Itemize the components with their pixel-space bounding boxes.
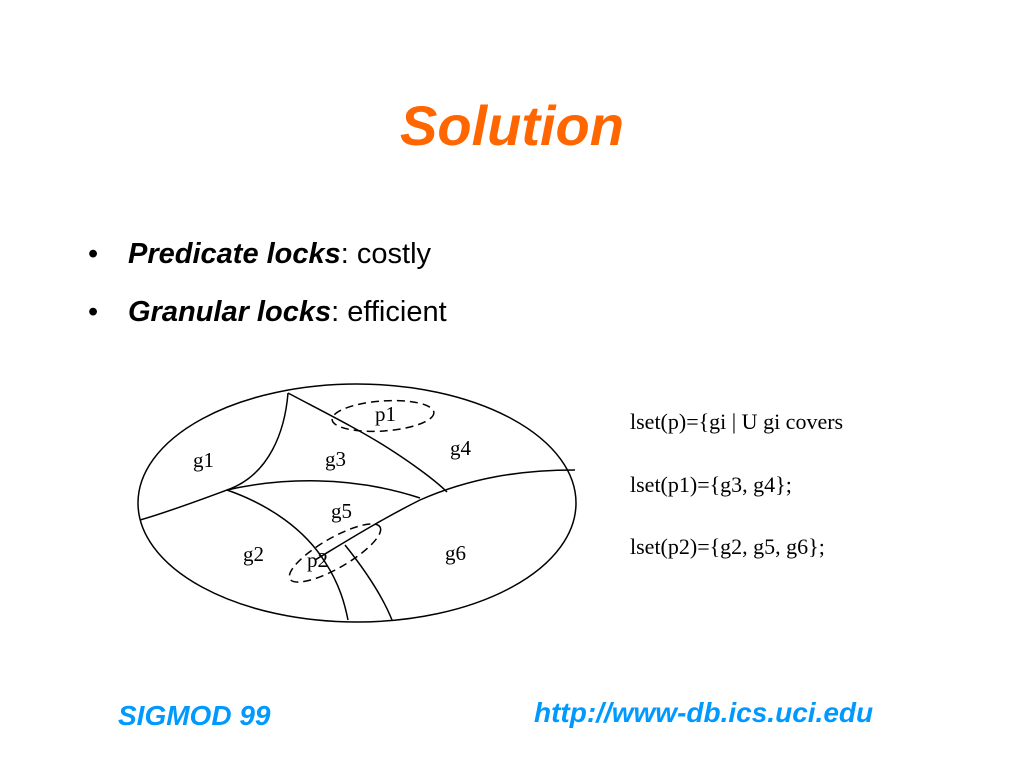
predicate-label-p1: p1: [375, 402, 396, 426]
bullet-item-predicate-locks: • Predicate locks: costly: [88, 232, 447, 290]
predicate-label-p2: p2: [307, 548, 328, 572]
bullet-list: • Predicate locks: costly • Granular locks…: [88, 232, 447, 348]
boundary-g2-g5: [226, 489, 349, 621]
granule-label-g1: g1: [193, 448, 214, 472]
footer-url: http://www-db.ics.uci.edu: [534, 697, 874, 728]
footer-conference: SIGMOD 99: [118, 700, 271, 731]
bullet-marker: •: [88, 238, 99, 270]
boundary-g6-left: [344, 544, 393, 621]
bullet-marker: •: [88, 296, 99, 328]
predicate-region-p1: [331, 399, 435, 433]
boundary-g3-g5: [226, 480, 421, 499]
lset-p1: lset(p1)={g3, g4};: [630, 472, 792, 497]
bullet-text: : efficient: [331, 296, 447, 328]
bullet-text: : costly: [340, 238, 432, 270]
granule-label-g6: g6: [445, 541, 466, 565]
space-boundary: [137, 383, 577, 623]
granule-label-g4: g4: [450, 436, 472, 460]
lset-definition: lset(p)={gi | U gi covers: [630, 409, 843, 434]
granule-label-g3: g3: [325, 447, 346, 471]
bullet-term: Granular locks: [128, 296, 332, 328]
boundary-g6-top: [314, 469, 576, 561]
granule-label-g2: g2: [243, 542, 264, 566]
lset-p2: lset(p2)={g2, g5, g6};: [630, 534, 825, 559]
predicate-region-p2: [288, 523, 382, 583]
granule-label-g5: g5: [331, 499, 352, 523]
bullet-term: Predicate locks: [128, 238, 341, 270]
boundary-g3-g4: [287, 392, 448, 493]
slide-title: Solution: [400, 94, 624, 157]
bullet-item-granular-locks: • Granular locks: efficient: [88, 290, 447, 348]
